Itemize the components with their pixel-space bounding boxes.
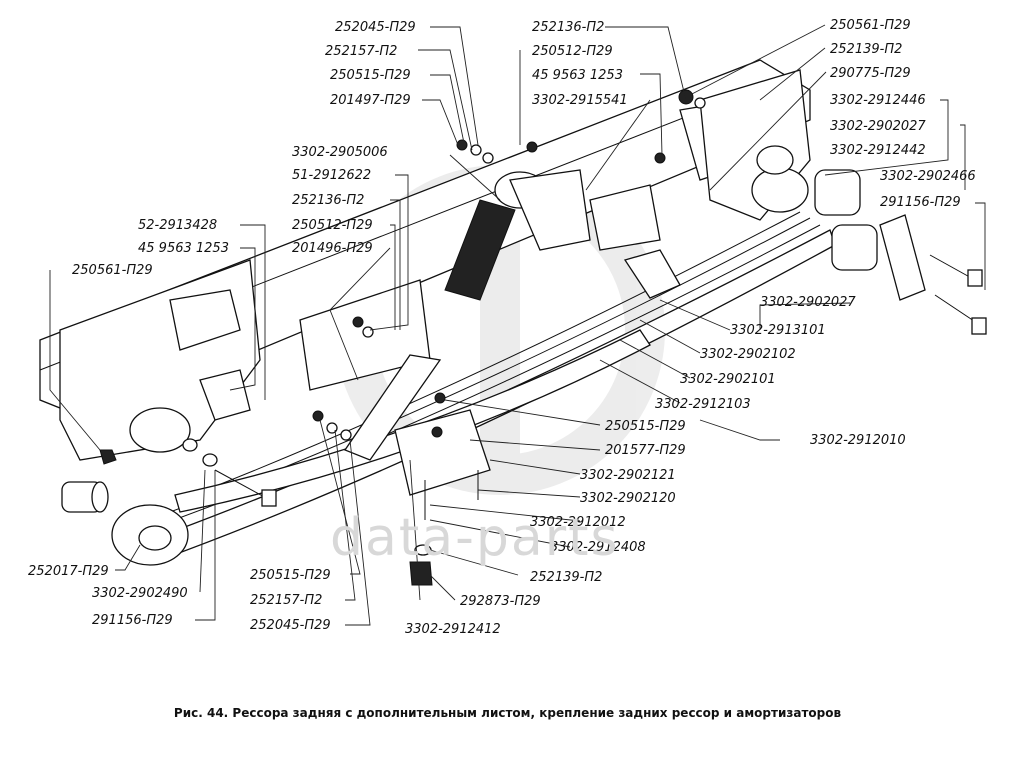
part-label: 290775-П29 <box>830 66 911 81</box>
part-label: 252139-П2 <box>830 42 902 57</box>
rear-bolts <box>929 254 987 335</box>
front-bolt <box>99 438 277 507</box>
part-label: 3302-2902120 <box>580 491 676 506</box>
part-label: 45 9563 1253 <box>532 68 623 83</box>
fasteners <box>312 89 706 441</box>
part-label: 252045-П29 <box>335 20 416 35</box>
part-label: 252045-П29 <box>250 618 331 633</box>
part-label: 250512-П29 <box>292 218 373 233</box>
part-label: 3302-2912408 <box>550 540 646 555</box>
part-label: 3302-2912012 <box>530 515 626 530</box>
figure-caption: Рис. 44. Рессора задняя с дополнительным… <box>173 706 842 720</box>
part-label: 201577-П29 <box>605 443 686 458</box>
front-bushing <box>61 481 109 513</box>
rear-bushings <box>814 169 878 271</box>
u-bolt-assembly <box>394 409 491 586</box>
part-label: 3302-2912446 <box>830 93 926 108</box>
part-label: 250512-П29 <box>532 44 613 59</box>
part-label: 252136-П2 <box>532 20 604 35</box>
part-label: 3302-2912412 <box>405 622 501 637</box>
part-label: 3302-2915541 <box>532 93 628 108</box>
part-label: 250515-П29 <box>605 419 686 434</box>
leaf-spring <box>149 211 836 561</box>
part-label: 201497-П29 <box>330 93 411 108</box>
part-label: 3302-2902490 <box>92 586 188 601</box>
part-label: 3302-2902102 <box>700 347 796 362</box>
part-label: 250515-П29 <box>250 568 331 583</box>
front-eye <box>111 504 189 566</box>
rubber-bumper <box>199 249 681 421</box>
part-label: 3302-2902121 <box>580 468 676 483</box>
front-bracket <box>59 259 261 461</box>
part-label: 250561-П29 <box>830 18 911 33</box>
part-labels: 252045-П29 252157-П2 250515-П29 201497-П… <box>28 18 976 637</box>
part-label: 3302-2912103 <box>655 397 751 412</box>
part-label: 252136-П2 <box>292 193 364 208</box>
watermark-text: data-parts <box>330 508 620 568</box>
part-label: 3302-2912010 <box>810 433 906 448</box>
part-label: 252157-П2 <box>325 44 397 59</box>
part-label: 291156-П29 <box>880 195 961 210</box>
part-label: 252157-П2 <box>250 593 322 608</box>
part-label: 250561-П29 <box>72 263 153 278</box>
part-label: 3302-2902027 <box>760 295 856 310</box>
part-label: 201496-П29 <box>292 241 373 256</box>
part-label: 252017-П29 <box>28 564 109 579</box>
leader-lines <box>49 24 986 626</box>
part-label: 3302-2902027 <box>830 119 926 134</box>
part-label: 3302-2905006 <box>292 145 388 160</box>
part-label: 52-2913428 <box>138 218 217 233</box>
part-label: 250515-П29 <box>330 68 411 83</box>
part-label: 292873-П29 <box>460 594 541 609</box>
rear-shackle-bracket <box>699 69 811 221</box>
part-label: 3302-2902466 <box>880 169 976 184</box>
part-label: 3302-2912442 <box>830 143 926 158</box>
part-label: 51-2912622 <box>292 168 371 183</box>
part-label: 3302-2902101 <box>680 372 776 387</box>
part-label: 3302-2913101 <box>730 323 826 338</box>
exploded-view-drawing: 252045-П29 252157-П2 250515-П29 201497-П… <box>28 18 987 637</box>
rear-shackle-plate <box>879 214 926 301</box>
part-label: 252139-П2 <box>530 570 602 585</box>
part-label: 45 9563 1253 <box>138 241 229 256</box>
part-label: 291156-П29 <box>92 613 173 628</box>
